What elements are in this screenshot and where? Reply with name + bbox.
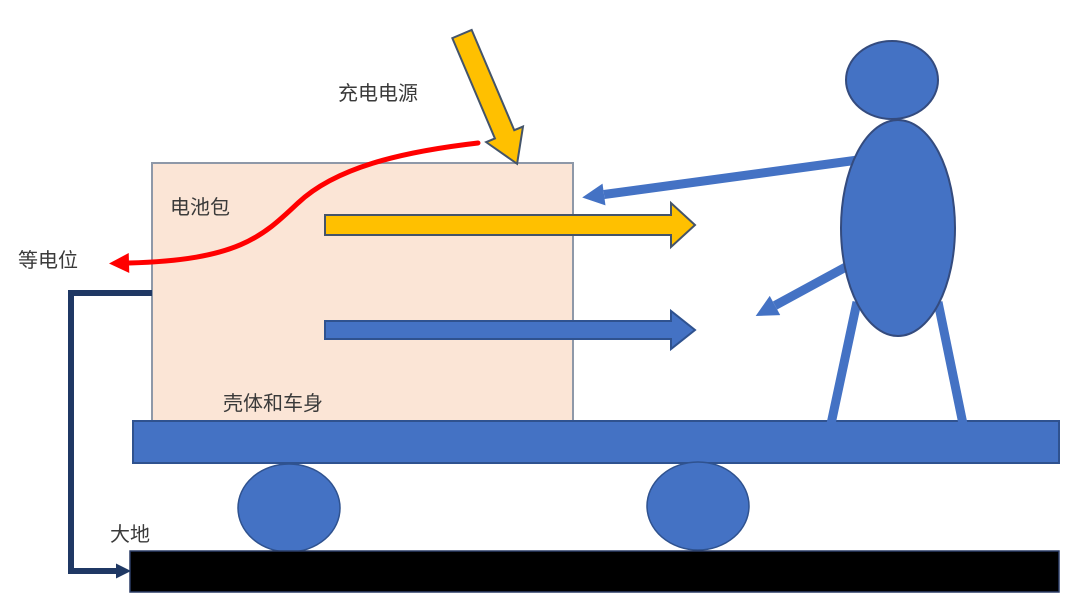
equipotential-curve-arrow [109, 140, 481, 273]
ground-bar [129, 550, 1060, 593]
label-battery-pack: 电池包 [170, 196, 230, 219]
person-leg-right [933, 301, 968, 425]
equipotential-ground-wire [68, 290, 152, 579]
charging-power-arrow [451, 28, 525, 166]
energy-flow-arrow-blue [324, 308, 697, 352]
label-shell-and-body: 壳体和车身 [223, 392, 323, 415]
wheel-front [237, 463, 341, 553]
person-head [845, 40, 939, 120]
vehicle-platform [132, 420, 1060, 464]
label-earth: 大地 [110, 523, 150, 546]
person-arm-upper-arrow [582, 152, 881, 206]
battery-pack-box [151, 162, 574, 422]
label-charging-power: 充电电源 [338, 82, 418, 105]
energy-flow-arrow-gold [324, 200, 697, 250]
label-equipotential: 等电位 [18, 249, 78, 272]
person-body [840, 119, 956, 337]
person-leg-left [826, 301, 862, 425]
wheel-rear [646, 461, 750, 551]
person-arm-lower-arrow [755, 258, 858, 317]
